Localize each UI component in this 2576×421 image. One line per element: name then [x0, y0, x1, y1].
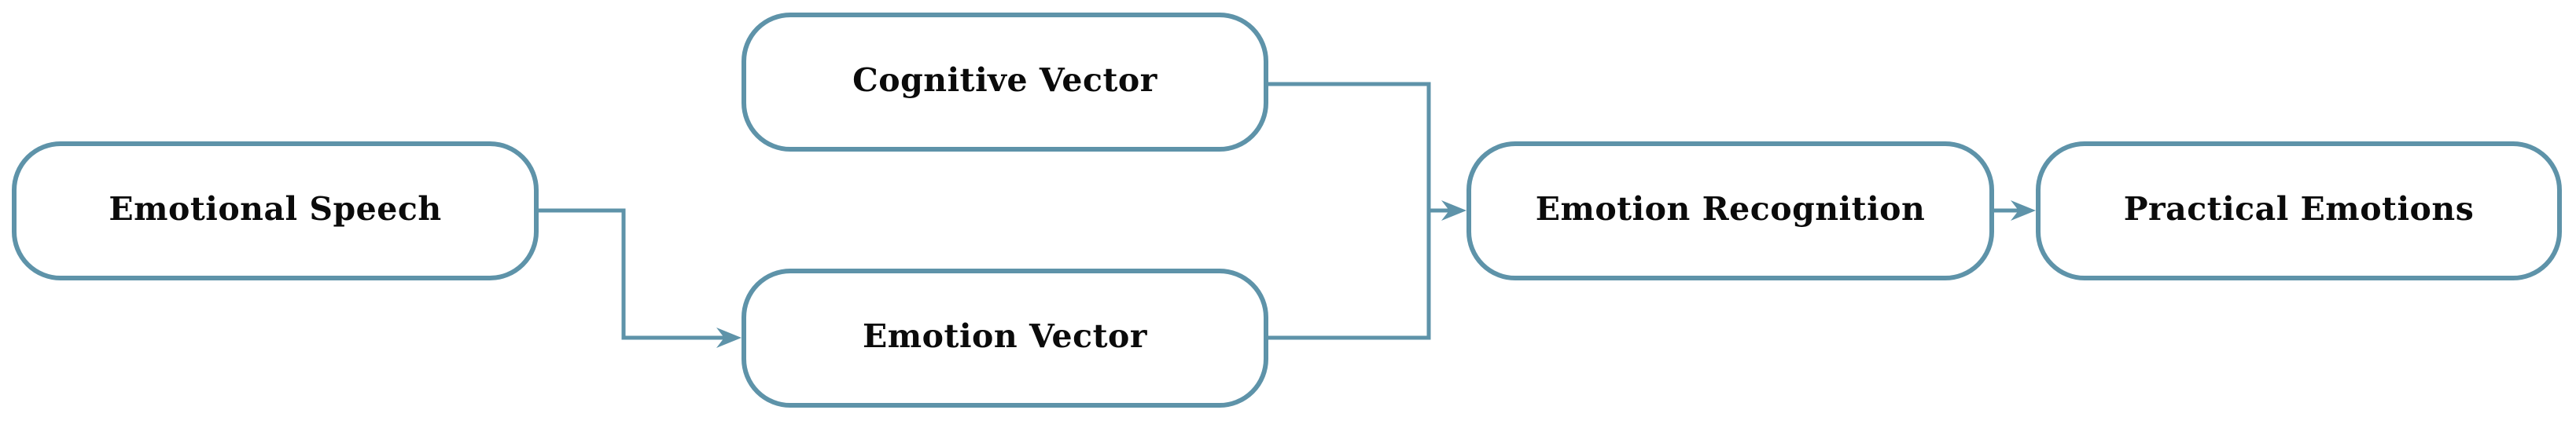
arrowhead-into-emotion-vector: [716, 328, 742, 348]
node-emotion-vector: Emotion Vector: [742, 269, 1268, 408]
edge-emotion-vector-to-merge: [1268, 210, 1431, 340]
node-emotion-recognition: Emotion Recognition: [1466, 141, 1994, 280]
node-label-practical-emotions: Practical Emotions: [2123, 189, 2475, 228]
node-cognitive-vector: Cognitive Vector: [742, 13, 1268, 152]
edge-cognitive-vector-to-merge: [1268, 82, 1431, 210]
node-emotional-speech: Emotional Speech: [12, 141, 539, 280]
node-label-emotional-speech: Emotional Speech: [109, 189, 442, 228]
arrowhead-into-practical-emotions: [2011, 200, 2036, 221]
node-label-emotion-vector: Emotion Vector: [863, 317, 1147, 355]
node-label-emotion-recognition: Emotion Recognition: [1535, 189, 1926, 228]
edge-emotional-speech-to-emotion-vector: [539, 208, 725, 340]
node-practical-emotions: Practical Emotions: [2036, 141, 2562, 280]
arrowhead-into-emotion-recognition: [1441, 200, 1466, 221]
node-label-cognitive-vector: Cognitive Vector: [852, 60, 1157, 99]
